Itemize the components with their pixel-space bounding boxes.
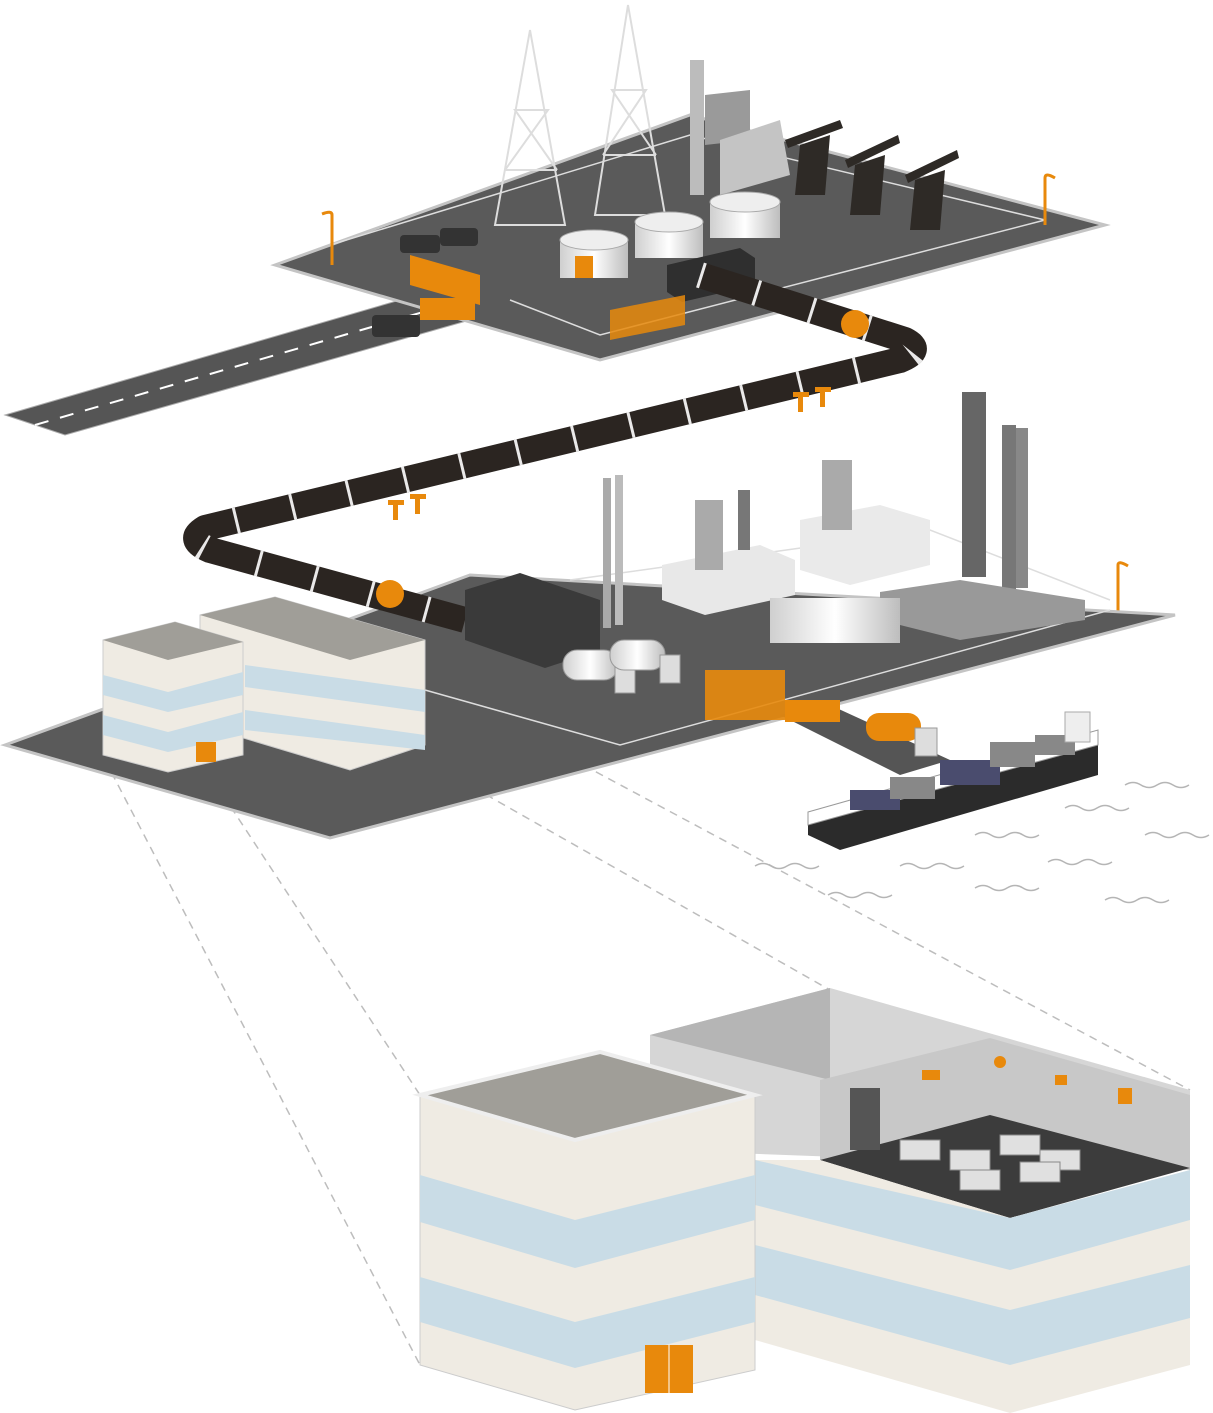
car-icon (372, 228, 478, 337)
office-building-icon (102, 596, 426, 773)
pumpjack-icon (785, 120, 959, 230)
refinery-units (465, 392, 1085, 720)
barrels (420, 298, 840, 722)
gate (410, 255, 685, 340)
office-building-detail (412, 988, 1190, 1413)
storage-tank-icon (634, 211, 704, 258)
oil-derrick-icon (493, 29, 567, 226)
tanker-truck-icon (562, 639, 938, 757)
storage-tank-icon (559, 229, 629, 278)
security-camera-icon (922, 1056, 1132, 1104)
processing-building (690, 60, 790, 195)
valve-icon (388, 387, 831, 520)
cargo-ship-icon (807, 711, 1099, 850)
oil-derrick-icon (593, 4, 667, 216)
storage-tank-icon (709, 191, 781, 238)
pipeline-icon (183, 262, 927, 633)
water-waves (754, 781, 1210, 904)
